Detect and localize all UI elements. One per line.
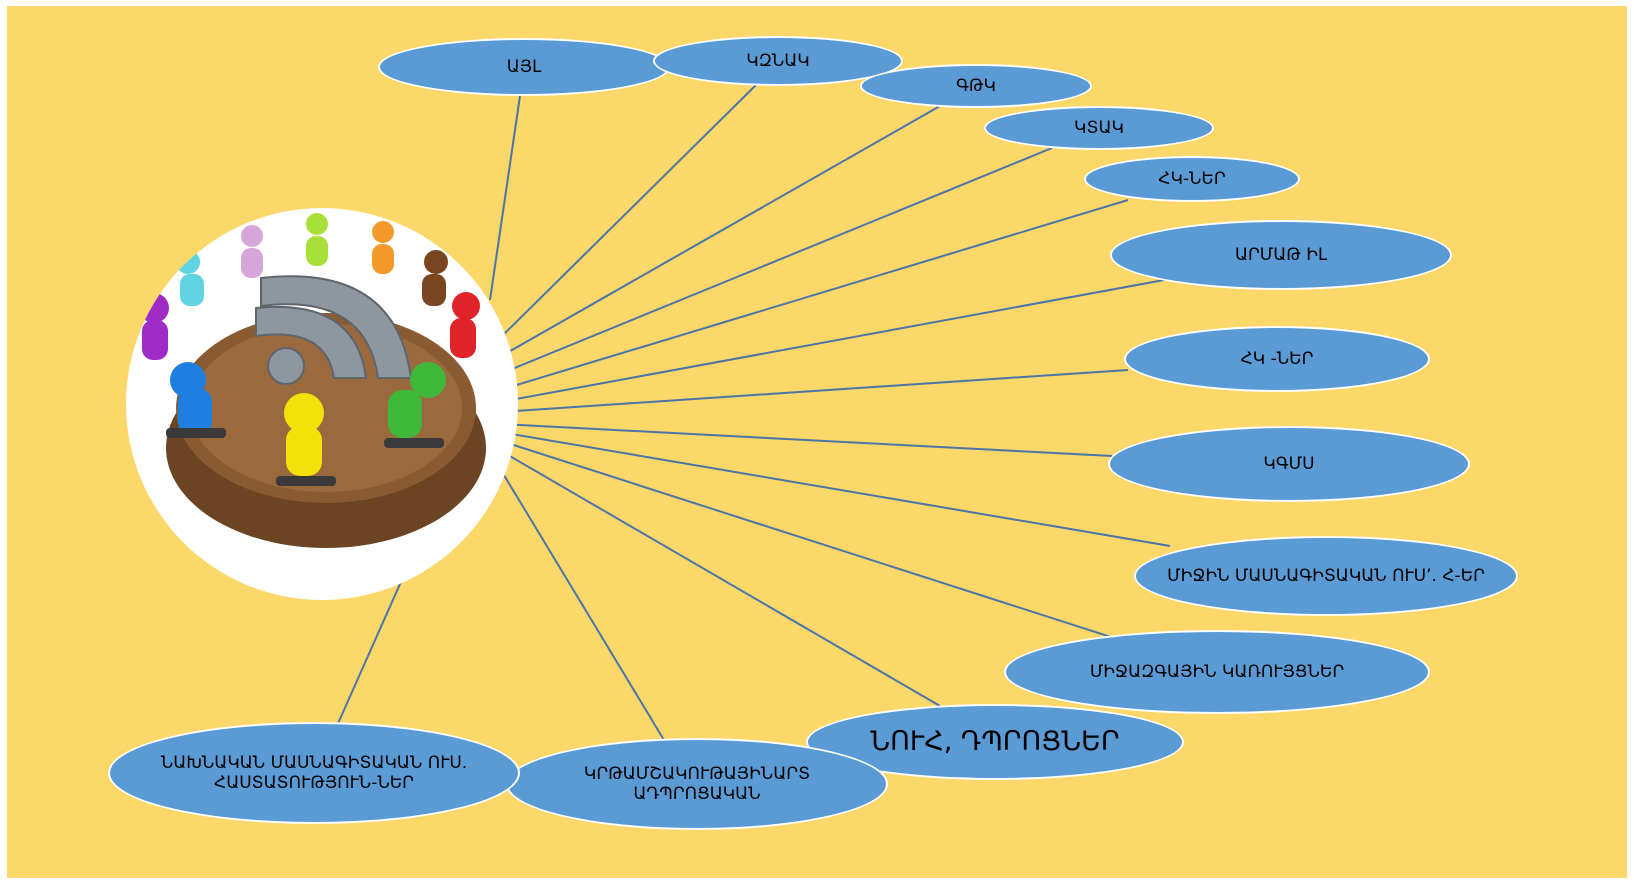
node-kznak: ԿԶՆԱԿ bbox=[653, 36, 903, 86]
connector-line-hk-ner-1 bbox=[499, 199, 1129, 391]
rss-symbol bbox=[255, 275, 413, 385]
connector-line-krtamshak bbox=[489, 451, 665, 741]
connector-line-mijin bbox=[499, 431, 1171, 547]
node-krtamshak: ԿՐԹԱՄՇԱԿՈՒԹԱՅԻՆԱՐՏ ԱԴՊՐՈՑԱԿԱՆ bbox=[506, 738, 888, 830]
figure-blue bbox=[170, 362, 212, 436]
connector-line-hk-ner-2 bbox=[499, 369, 1129, 413]
figure-lime bbox=[306, 213, 328, 266]
node-ayl: ԱՅԼ bbox=[378, 38, 670, 96]
connector-line-kznak bbox=[495, 83, 758, 343]
chairs bbox=[166, 428, 444, 486]
figure-green bbox=[388, 362, 446, 438]
meeting-table-image bbox=[126, 208, 518, 600]
connector-line-gtk bbox=[497, 105, 941, 359]
connector-line-mijazgayin bbox=[497, 439, 1115, 639]
node-gtk: ԳԹԿ bbox=[860, 64, 1092, 108]
connector-line-ktak bbox=[499, 147, 1053, 375]
figure-orange bbox=[372, 221, 394, 274]
node-ktak: ԿՏԱԿ bbox=[984, 106, 1214, 150]
figure-pink bbox=[241, 225, 263, 278]
figure-brown bbox=[422, 250, 448, 306]
connector-line-armat-il bbox=[499, 279, 1165, 403]
connector-line-nuh bbox=[495, 447, 941, 707]
connector-line-ayl bbox=[489, 95, 521, 301]
figure-yellow bbox=[284, 393, 324, 476]
node-mijazgayin: ՄԻՋԱԶԳԱՅԻՆ ԿԱՌՈՒՅՑՆԵՐ bbox=[1004, 630, 1430, 714]
figure-red bbox=[450, 292, 480, 358]
node-kgms: ԿԳՄՍ bbox=[1108, 426, 1470, 502]
node-hk-ner-2: ՀԿ -ՆԵՐ bbox=[1124, 326, 1430, 392]
node-armat-il: ԱՐՄԱԹ ԻԼ bbox=[1110, 220, 1452, 290]
connector-line-kgms bbox=[499, 423, 1113, 457]
node-mijin: ՄԻՋԻՆ ՄԱՍՆԱԳԻՏԱԿԱՆ ՈՒՍ’. Հ-ԵՐ bbox=[1134, 536, 1518, 616]
node-nakhnakan: ՆԱԽՆԱԿԱՆ ՄԱՍՆԱԳԻՏԱԿԱՆ ՈՒՍ. ՀԱՍՏԱՏՈՒԹՅՈՒՆ… bbox=[108, 722, 520, 824]
node-hk-ner-1: ՀԿ-ՆԵՐ bbox=[1084, 156, 1300, 202]
